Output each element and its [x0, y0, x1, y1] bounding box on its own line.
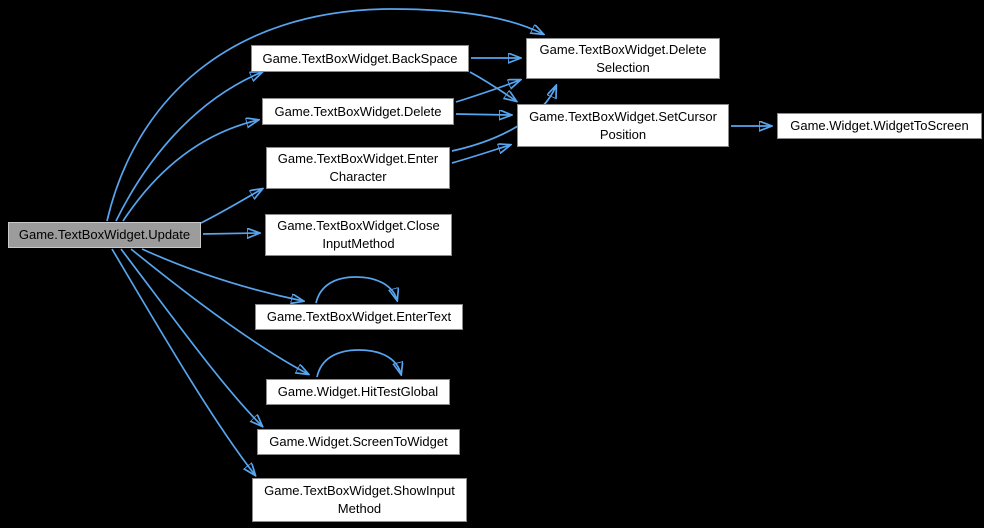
- node-entercharacter[interactable]: Game.TextBoxWidget.Enter Character: [266, 147, 450, 189]
- edge-update-showinputmethod: [111, 248, 255, 475]
- node-update: Game.TextBoxWidget.Update: [8, 222, 201, 248]
- edge-backspace-setcursorposition: [469, 71, 516, 101]
- node-setcursorposition[interactable]: Game.TextBoxWidget.SetCursor Position: [517, 104, 729, 147]
- node-deleteselection[interactable]: Game.TextBoxWidget.Delete Selection: [526, 38, 720, 79]
- edge-update-deleteselection: [106, 8, 543, 222]
- node-screentowidget[interactable]: Game.Widget.ScreenToWidget: [257, 429, 460, 455]
- node-showinputmethod[interactable]: Game.TextBoxWidget.ShowInput Method: [252, 478, 467, 522]
- edge-update-entertext: [141, 248, 303, 301]
- edge-update-backspace: [115, 72, 262, 222]
- node-entertext[interactable]: Game.TextBoxWidget.EnterText: [255, 304, 463, 330]
- edge-entercharacter-setcursorposition: [451, 145, 510, 164]
- edge-update-closeinputmethod: [202, 233, 259, 234]
- node-widgettoscreen[interactable]: Game.Widget.WidgetToScreen: [777, 113, 982, 139]
- edge-update-hittestglobal: [130, 248, 308, 374]
- edge-hittestglobal-self-loop: [316, 349, 401, 377]
- edge-delete-deleteselection: [455, 80, 520, 103]
- edge-entertext-self-loop: [315, 276, 397, 303]
- edge-update-entercharacter: [200, 189, 262, 224]
- node-backspace[interactable]: Game.TextBoxWidget.BackSpace: [251, 45, 469, 72]
- edge-delete-setcursorposition: [455, 114, 511, 115]
- node-hittestglobal[interactable]: Game.Widget.HitTestGlobal: [266, 379, 450, 405]
- node-delete[interactable]: Game.TextBoxWidget.Delete: [262, 98, 454, 125]
- edge-update-screentowidget: [120, 248, 262, 426]
- edge-update-delete: [122, 120, 258, 222]
- node-closeinputmethod[interactable]: Game.TextBoxWidget.Close InputMethod: [265, 214, 452, 256]
